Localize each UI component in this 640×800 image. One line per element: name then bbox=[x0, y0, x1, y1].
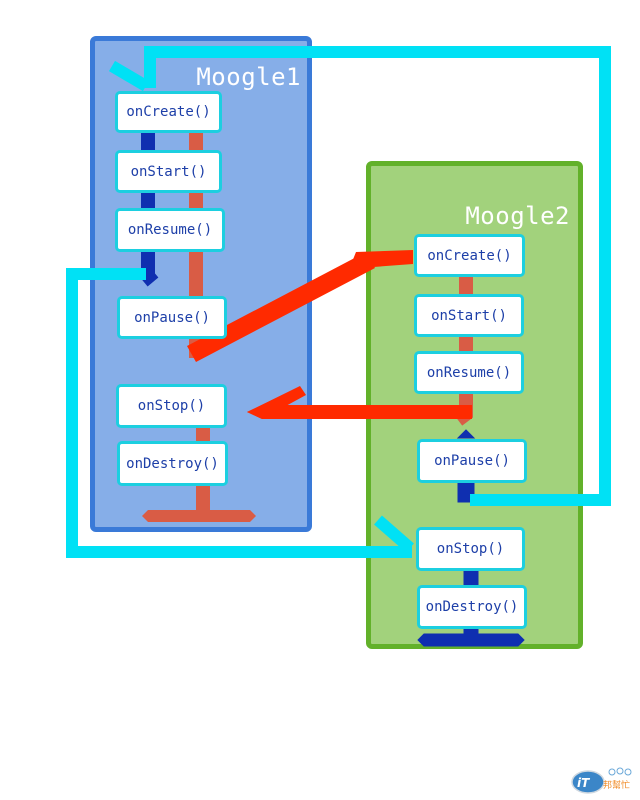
logo-latin-text: iT bbox=[577, 776, 590, 790]
moogle2-onstop: onStop() bbox=[416, 527, 525, 571]
moogle1-oncreate: onCreate() bbox=[115, 91, 222, 133]
activity-title: Moogle1 bbox=[196, 63, 301, 91]
moogle2-onresume: onResume() bbox=[414, 351, 524, 394]
moogle1-onresume: onResume() bbox=[115, 208, 225, 252]
logo-badge bbox=[571, 770, 605, 794]
people-icon bbox=[608, 768, 616, 776]
moogle1-onstop: onStop() bbox=[116, 384, 227, 428]
people-icon bbox=[616, 767, 624, 775]
moogle1-onpause: onPause() bbox=[117, 296, 227, 339]
ithome-watermark-logo: iT 邦幫忙 bbox=[571, 767, 632, 794]
moogle1-ondestroy: onDestroy() bbox=[117, 441, 228, 486]
people-icon bbox=[624, 768, 632, 776]
moogle2-ondestroy: onDestroy() bbox=[417, 585, 527, 629]
activity-title: Moogle2 bbox=[465, 202, 570, 230]
moogle2-onstart: onStart() bbox=[414, 294, 524, 337]
moogle2-onpause: onPause() bbox=[417, 439, 527, 483]
moogle1-onstart: onStart() bbox=[115, 150, 222, 193]
moogle2-oncreate: onCreate() bbox=[414, 234, 525, 277]
logo-cjk-text: 邦幫忙 bbox=[603, 779, 630, 791]
